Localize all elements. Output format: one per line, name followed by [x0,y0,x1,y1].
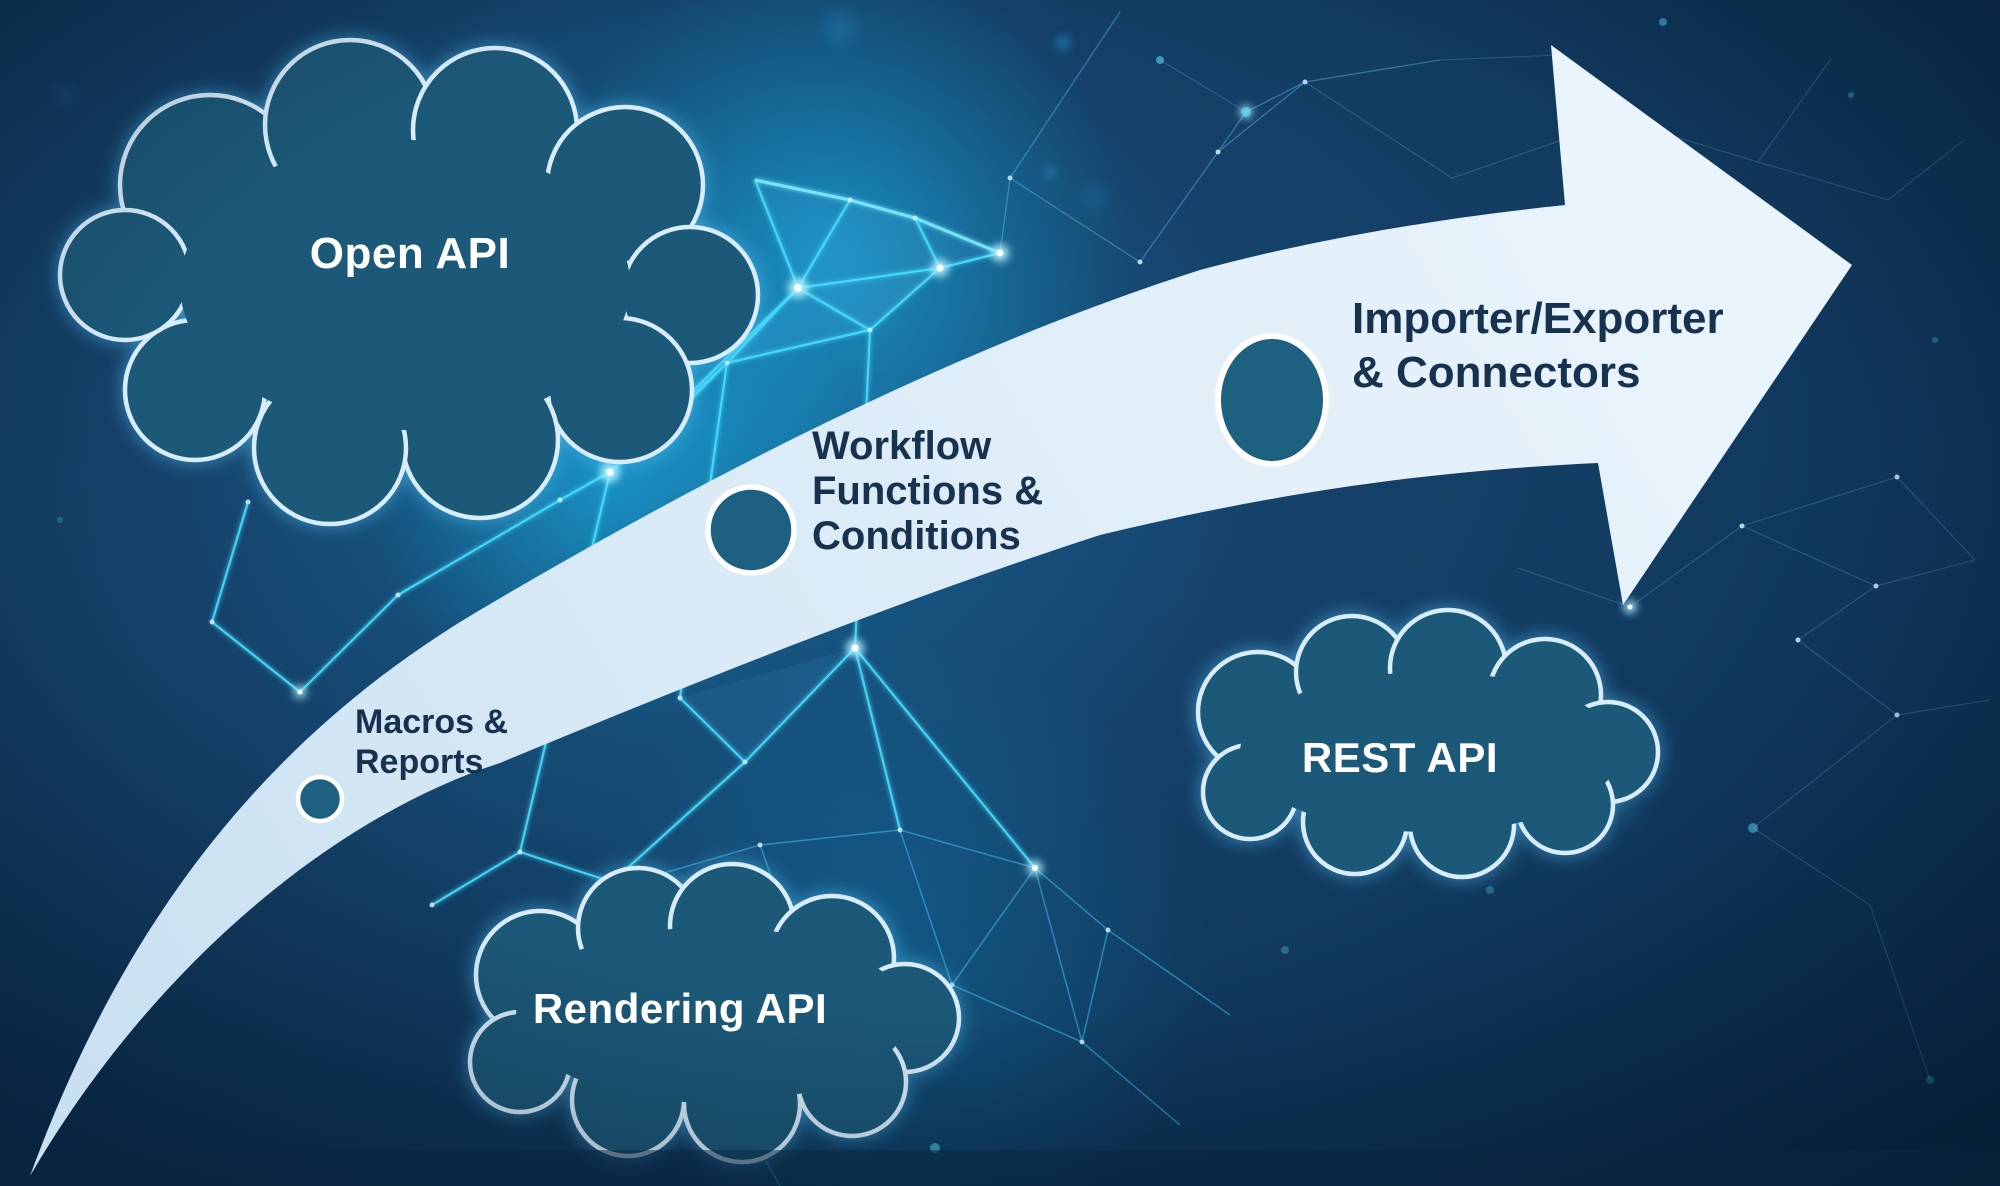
step-marker-macros-reports [295,774,345,824]
step-marker-workflow-functions-conditions [705,484,797,576]
step-label-line: Macros & [355,703,509,741]
step-label-line: Workflow [812,424,992,468]
cloud-label-rendering-api: Rendering API [532,985,828,1032]
step-label-line: Reports [355,743,484,781]
step-label-workflow-functions-conditions: Workflow Functions & Conditions [812,424,1043,559]
cloud-label-rest-api: REST API [1301,734,1499,781]
step-label-importer-exporter-connectors: Importer/Exporter & Connectors [1352,292,1724,400]
step-label-line: Functions & [812,469,1044,513]
cloud-label-open-api: Open API [309,229,511,278]
growth-arrow-shape [30,45,1852,1176]
step-label-line: Conditions [812,514,1021,558]
step-marker-importer-exporter-connectors [1215,333,1329,467]
step-label-line: Importer/Exporter [1352,294,1724,343]
step-label-line: & Connectors [1352,348,1641,397]
step-label-macros-reports: Macros & Reports [355,702,508,782]
